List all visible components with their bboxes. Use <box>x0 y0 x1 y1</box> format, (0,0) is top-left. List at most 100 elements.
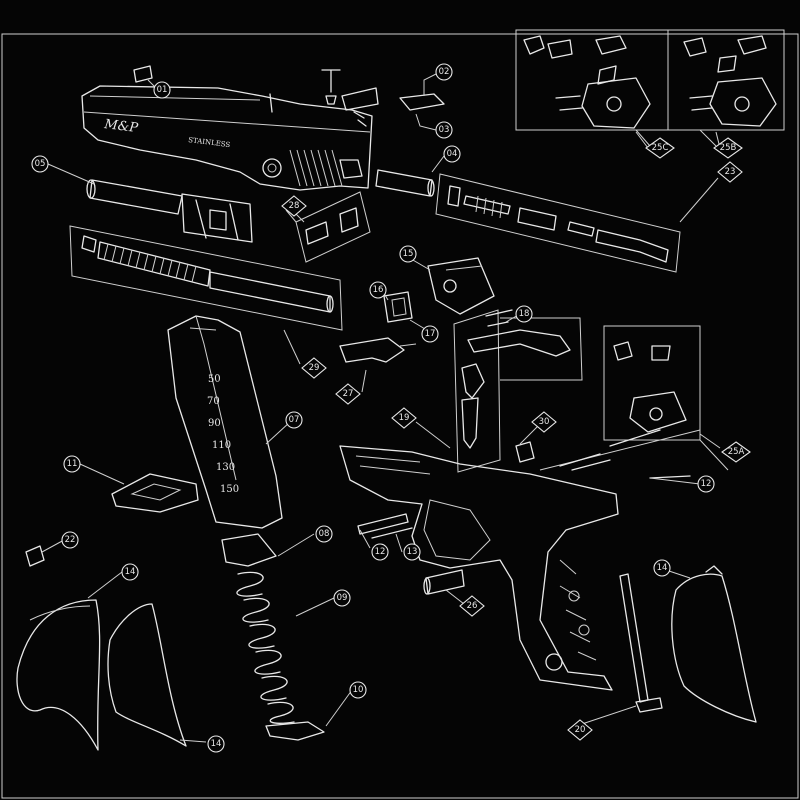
leader-lines <box>41 73 729 743</box>
svg-text:18: 18 <box>519 309 530 319</box>
callout-17: 17 <box>421 325 439 343</box>
callout-10: 10 <box>349 681 367 699</box>
callout-19: 19 <box>391 407 417 429</box>
mag-capacity-3: 110 <box>212 440 231 451</box>
frame-pins <box>357 475 691 595</box>
callout-03: 03 <box>435 121 453 139</box>
extractor-box <box>285 191 371 263</box>
svg-text:11: 11 <box>67 459 78 469</box>
svg-text:07: 07 <box>289 415 300 425</box>
callout-25C: 25C <box>645 137 675 159</box>
svg-text:22: 22 <box>65 535 76 545</box>
callout-25A: 25A <box>721 441 751 463</box>
svg-text:19: 19 <box>399 413 410 423</box>
svg-text:05: 05 <box>35 159 46 169</box>
svg-text:12: 12 <box>375 547 386 557</box>
svg-text:14: 14 <box>125 567 136 577</box>
mag-capacity-0: 50 <box>208 374 221 385</box>
mag-capacity-2: 90 <box>208 418 221 429</box>
magazine-follower <box>221 533 277 567</box>
grip-texture <box>559 559 597 661</box>
striker-assembly <box>435 173 681 273</box>
svg-text:28: 28 <box>289 201 300 211</box>
callout-04: 04 <box>443 145 461 163</box>
ejector-part <box>383 291 413 323</box>
callout-09: 09 <box>333 589 351 607</box>
callout-01: 01 <box>153 81 171 99</box>
svg-text:02: 02 <box>439 67 450 77</box>
svg-text:12: 12 <box>701 479 712 489</box>
mag-capacity-4: 130 <box>216 462 235 473</box>
svg-text:20: 20 <box>575 725 586 735</box>
svg-text:26: 26 <box>467 601 478 611</box>
callout-16: 16 <box>369 281 387 299</box>
svg-text:16: 16 <box>373 285 384 295</box>
svg-text:25C: 25C <box>652 143 669 153</box>
inset-25a <box>539 325 701 471</box>
callout-22: 22 <box>61 531 79 549</box>
svg-text:14: 14 <box>657 563 668 573</box>
callout-12-left: 12 <box>371 543 389 561</box>
mag-capacity-1: 70 <box>207 396 220 407</box>
rear-sight-parts <box>133 65 445 127</box>
svg-text:15: 15 <box>403 249 414 259</box>
svg-text:03: 03 <box>439 125 450 135</box>
frame <box>339 441 619 691</box>
svg-text:09: 09 <box>337 593 348 603</box>
callout-20: 20 <box>567 719 593 741</box>
callout-14-left-top: 14 <box>121 563 139 581</box>
callout-14-left-bottom: 14 <box>207 735 225 753</box>
magazine: 50 70 90 110 130 150 <box>167 315 283 529</box>
svg-text:08: 08 <box>319 529 330 539</box>
callout-25B: 25B <box>713 137 743 159</box>
backstrap-left <box>16 599 101 751</box>
recoil-spring-group <box>69 225 343 331</box>
magazine-base <box>111 473 199 513</box>
mag-capacity-5: 150 <box>220 484 239 495</box>
backstrap-right <box>671 565 757 723</box>
trigger-bar-group <box>453 309 583 473</box>
magazine-spring <box>236 571 295 724</box>
recoil-spring-coils <box>103 243 197 283</box>
callout-11: 11 <box>63 455 81 473</box>
callout-layer: 01 02 03 04 05 07 08 09 10 11 12 12 13 1… <box>31 63 751 753</box>
callout-23: 23 <box>717 161 743 183</box>
slide-material-mark: STAINLESS <box>188 136 231 149</box>
barrel <box>86 179 253 243</box>
svg-text:23: 23 <box>725 167 736 177</box>
backstrap-middle <box>107 603 187 747</box>
callout-12-right: 12 <box>697 475 715 493</box>
callout-05: 05 <box>31 155 49 173</box>
svg-text:25A: 25A <box>728 447 745 457</box>
callout-15: 15 <box>399 245 417 263</box>
slide-brand-mark: M&P <box>103 117 139 136</box>
sear-housing <box>427 257 495 315</box>
callout-14-right: 14 <box>653 559 671 577</box>
guide-rod <box>375 169 435 197</box>
svg-text:10: 10 <box>353 685 364 695</box>
svg-text:13: 13 <box>407 547 418 557</box>
callout-18: 18 <box>515 305 533 323</box>
callout-13: 13 <box>403 543 421 561</box>
svg-text:14: 14 <box>211 739 222 749</box>
svg-text:29: 29 <box>309 363 320 373</box>
callout-27: 27 <box>335 383 361 405</box>
slide-stop-lever <box>339 337 417 363</box>
svg-text:04: 04 <box>447 149 458 159</box>
callout-26: 26 <box>459 595 485 617</box>
svg-text:25B: 25B <box>720 143 737 153</box>
svg-text:17: 17 <box>425 329 436 339</box>
callout-02: 02 <box>435 63 453 81</box>
inset-25c-25b <box>515 29 785 147</box>
callout-08: 08 <box>315 525 333 543</box>
callout-30: 30 <box>531 411 557 433</box>
diagram-frame <box>1 33 799 799</box>
slide-serrations <box>289 149 343 187</box>
small-pin-22 <box>25 545 45 567</box>
magazine-floorplate <box>265 721 325 741</box>
callout-28: 28 <box>281 195 307 217</box>
slide: M&P STAINLESS <box>81 85 373 191</box>
svg-text:27: 27 <box>343 389 354 399</box>
